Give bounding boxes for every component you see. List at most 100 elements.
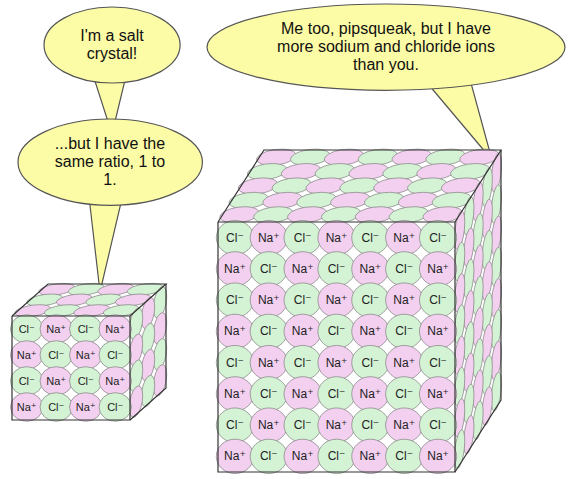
ion-label: Na⁺ <box>292 387 314 401</box>
cube-outline <box>130 284 166 420</box>
ion-label: Na⁺ <box>292 449 314 463</box>
ion-label: Na⁺ <box>360 324 382 338</box>
ion-label: Na⁺ <box>326 293 348 307</box>
ion-label: Na⁺ <box>292 324 314 338</box>
ion-sphere <box>318 283 355 317</box>
ion-sphere <box>70 367 102 396</box>
ion-sphere <box>352 345 389 379</box>
ion-sphere <box>284 345 321 379</box>
ion-label: Na⁺ <box>326 231 348 245</box>
ion-sphere <box>216 283 253 317</box>
bubble-text: I'm a salt crystal! <box>69 27 155 63</box>
ion-sphere <box>250 283 287 317</box>
ion-label: Cl⁻ <box>429 293 447 307</box>
ion-sphere <box>318 220 355 254</box>
ion-sphere <box>11 393 43 422</box>
ion-sphere <box>352 408 389 442</box>
ion-label: Na⁺ <box>224 324 246 338</box>
ion-sphere <box>250 220 287 254</box>
ion-sphere <box>250 377 287 411</box>
ion-sphere <box>250 439 287 473</box>
ion-label: Cl⁻ <box>78 375 94 388</box>
ion-label: Cl⁻ <box>260 387 278 401</box>
ion-label: Cl⁻ <box>328 324 346 338</box>
ion-sphere <box>70 393 102 422</box>
ion-label: Na⁺ <box>393 293 415 307</box>
ion-label: Na⁺ <box>427 262 449 276</box>
ion-label: Na⁺ <box>360 387 382 401</box>
ion-label: Na⁺ <box>224 449 246 463</box>
ion-label: Na⁺ <box>393 356 415 370</box>
ion-label: Cl⁻ <box>226 231 244 245</box>
ion-sphere <box>216 252 253 286</box>
ion-sphere <box>318 314 355 348</box>
ion-sphere <box>464 409 474 460</box>
ion-sphere <box>352 283 389 317</box>
ion-sphere <box>352 252 389 286</box>
ion-sphere <box>419 377 456 411</box>
ion-label: Cl⁻ <box>395 449 413 463</box>
ion-label: Cl⁻ <box>429 356 447 370</box>
side-face <box>129 282 166 422</box>
ion-sphere <box>40 315 72 344</box>
ion-sphere <box>216 220 253 254</box>
ion-sphere <box>216 314 253 348</box>
ion-label: Cl⁻ <box>294 356 312 370</box>
bubble-text: ...but I have the same ratio, 1 to 1. <box>50 135 170 189</box>
ion-sphere <box>454 424 464 475</box>
ion-sphere <box>473 395 483 446</box>
ion-label: Na⁺ <box>360 262 382 276</box>
ion-sphere <box>250 345 287 379</box>
ion-label: Cl⁻ <box>294 293 312 307</box>
bubble-ellipse <box>18 119 202 205</box>
ion-label: Cl⁻ <box>226 418 244 432</box>
ion-label: Na⁺ <box>46 375 66 388</box>
ion-sphere <box>284 377 321 411</box>
ion-sphere <box>318 408 355 442</box>
ion-sphere <box>386 345 423 379</box>
bubble-ellipse <box>207 4 565 90</box>
ion-label: Cl⁻ <box>260 449 278 463</box>
ion-label: Cl⁻ <box>48 401 64 414</box>
ion-label: Na⁺ <box>427 387 449 401</box>
ion-sphere <box>419 439 456 473</box>
front-face <box>11 315 132 422</box>
ion-label: Cl⁻ <box>260 262 278 276</box>
cube-outline <box>455 150 501 472</box>
ion-sphere <box>40 393 72 422</box>
ion-sphere <box>40 367 72 396</box>
ion-sphere <box>284 283 321 317</box>
ion-label: Na⁺ <box>105 375 125 388</box>
ion-sphere <box>216 377 253 411</box>
ion-label: Cl⁻ <box>19 375 35 388</box>
cube-outline <box>12 284 166 316</box>
ion-label: Cl⁻ <box>328 449 346 463</box>
ion-label: Na⁺ <box>258 293 280 307</box>
ion-label: Na⁺ <box>258 356 280 370</box>
ion-label: Na⁺ <box>76 349 96 362</box>
ion-sphere <box>284 408 321 442</box>
ion-sphere <box>318 439 355 473</box>
ion-sphere <box>216 345 253 379</box>
bubble-text: Me too, pipsqueak, but I have more sodiu… <box>267 20 505 74</box>
ion-sphere <box>386 408 423 442</box>
ion-label: Cl⁻ <box>78 323 94 336</box>
ion-sphere <box>419 408 456 442</box>
ion-label: Cl⁻ <box>226 293 244 307</box>
ion-sphere <box>352 377 389 411</box>
ion-sphere <box>70 315 102 344</box>
speech-bubble: ...but I have the same ratio, 1 to 1. <box>17 118 203 206</box>
ion-sphere <box>11 367 43 396</box>
ion-sphere <box>284 314 321 348</box>
ion-sphere <box>386 283 423 317</box>
crystal-cube <box>10 282 169 422</box>
ion-label: Na⁺ <box>46 323 66 336</box>
ion-sphere <box>386 439 423 473</box>
ion-label: Cl⁻ <box>429 231 447 245</box>
ion-sphere <box>419 345 456 379</box>
bubble-ellipse <box>44 7 180 83</box>
ion-sphere <box>318 377 355 411</box>
ion-label: Na⁺ <box>76 401 96 414</box>
ion-sphere <box>491 366 501 417</box>
ion-label: Na⁺ <box>292 262 314 276</box>
